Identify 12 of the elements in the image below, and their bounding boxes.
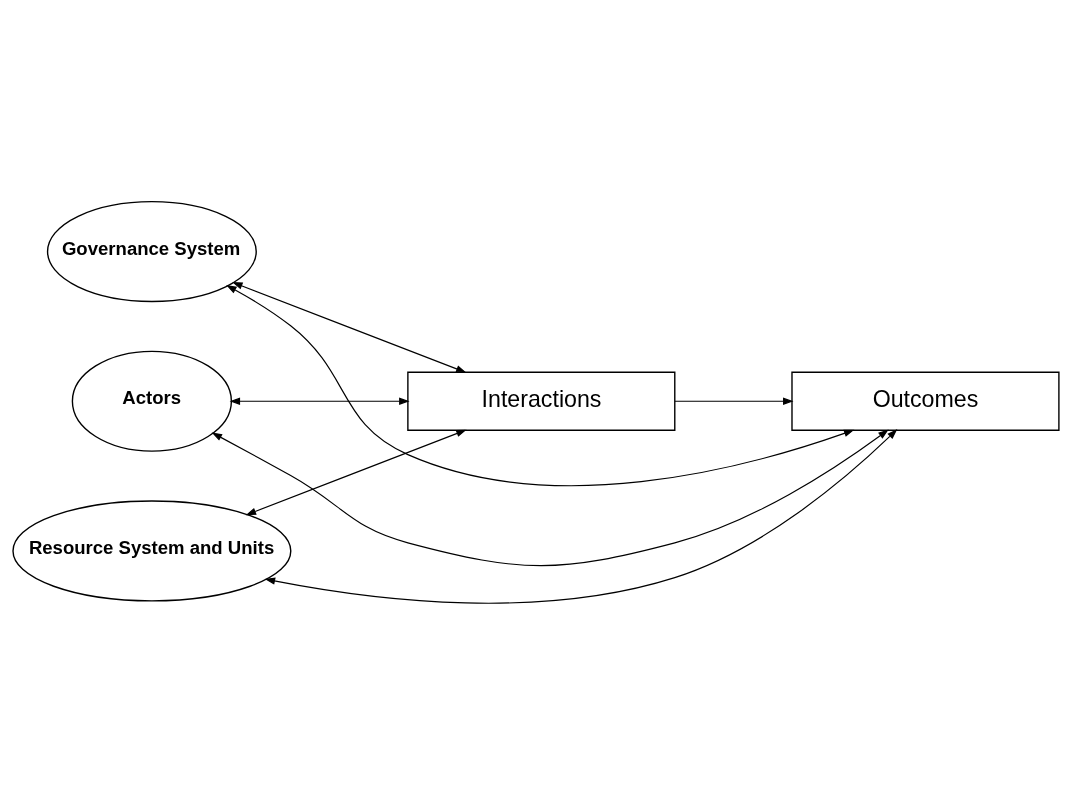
node-ellipse: Governance System [46,200,257,303]
node-box: Interactions [407,371,676,431]
node-ellipse: Actors [71,350,233,452]
arrow [264,429,898,604]
node-ellipse: Resource System and Units [12,500,292,602]
arrow [674,397,794,405]
arrow [232,282,467,373]
arrow [245,429,467,516]
node-box: Outcomes [791,371,1060,431]
arrow [211,429,889,567]
arrow [226,285,855,487]
arrow [229,397,410,405]
